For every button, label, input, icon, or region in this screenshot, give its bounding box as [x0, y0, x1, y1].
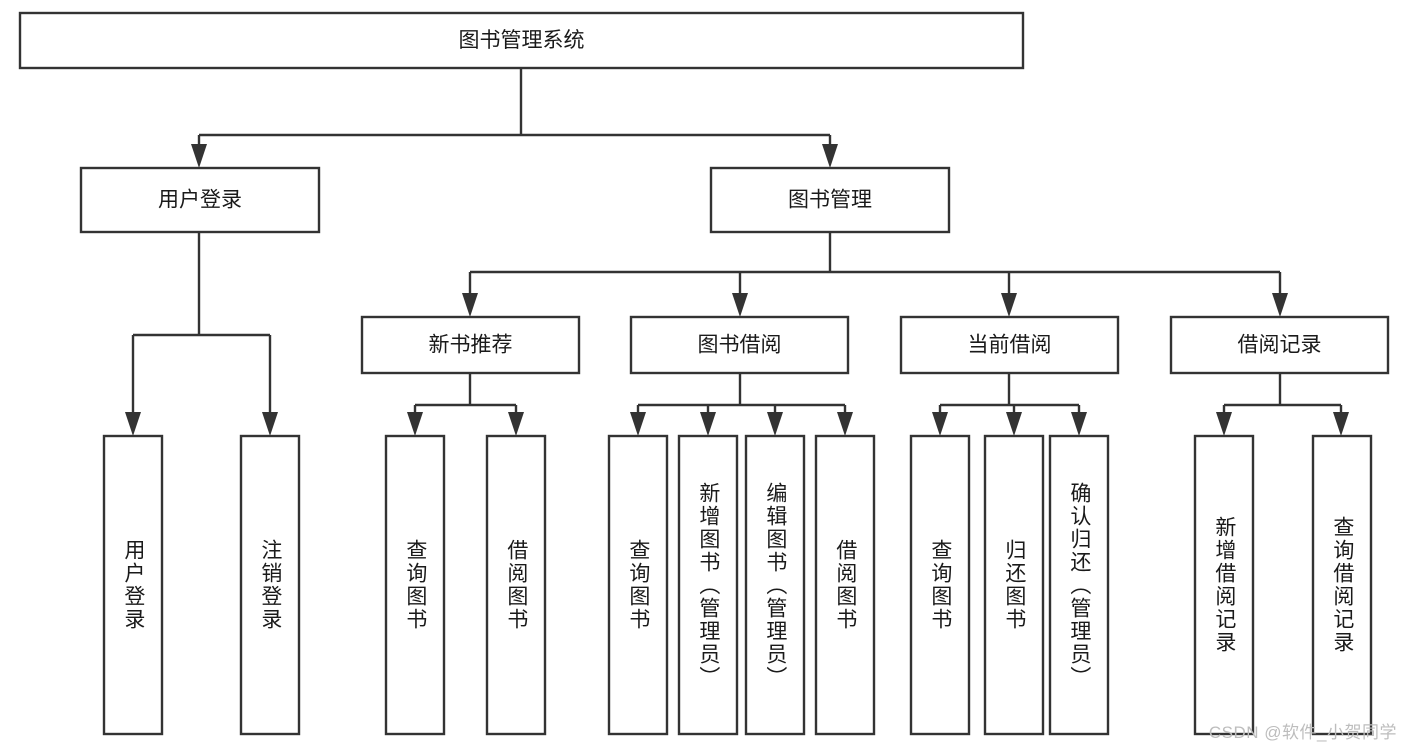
node-level3-1-label: 图书借阅: [698, 334, 782, 357]
group-0-leaf-branch-1-arrowhead: [508, 412, 524, 436]
node-leaf-2[interactable]: [384, 434, 446, 736]
watermark-text: CSDN @软件_小贺同学: [1208, 723, 1397, 742]
node-level3-3[interactable]: [1169, 315, 1390, 375]
root-branch-1-arrowhead: [822, 144, 838, 168]
node-leaf-4[interactable]: [607, 434, 669, 736]
node-leaf-3[interactable]: [485, 434, 547, 736]
node-level2-1[interactable]: [709, 166, 951, 234]
group-3-leaf-branch-0-arrowhead: [1216, 412, 1232, 436]
node-level3-3-label: 借阅记录: [1238, 334, 1322, 357]
node-leaf-7[interactable]: [814, 434, 876, 736]
root-branch-0-arrowhead: [191, 144, 207, 168]
group-2-leaf-branch-2-arrowhead: [1071, 412, 1087, 436]
login-leaf-branch-0-arrowhead: [125, 412, 141, 436]
node-leaf-11[interactable]: [1193, 434, 1255, 736]
node-level3-2-label: 当前借阅: [968, 334, 1052, 357]
group-1-leaf-branch-3-arrowhead: [837, 412, 853, 436]
node-level3-1[interactable]: [629, 315, 850, 375]
node-level3-0-label: 新书推荐: [429, 334, 513, 357]
node-leaf-6[interactable]: [744, 434, 806, 736]
group-1-leaf-branch-1-arrowhead: [700, 412, 716, 436]
group-1-leaf-branch-0-arrowhead: [630, 412, 646, 436]
node-level2-1-label: 图书管理: [788, 189, 872, 212]
connector-layer: [125, 68, 1349, 436]
group-2-leaf-branch-1-arrowhead: [1006, 412, 1022, 436]
books-branch-2-arrowhead: [1001, 293, 1017, 317]
node-leaf-1[interactable]: [239, 434, 301, 736]
books-branch-1-arrowhead: [732, 293, 748, 317]
node-level3-2[interactable]: [899, 315, 1120, 375]
node-level2-0-label: 用户登录: [158, 189, 242, 212]
node-leaf-0[interactable]: [102, 434, 164, 736]
node-level3-0[interactable]: [360, 315, 581, 375]
books-branch-0-arrowhead: [462, 293, 478, 317]
node-level2-0[interactable]: [79, 166, 321, 234]
node-root-system[interactable]: [18, 11, 1025, 70]
node-leaf-8[interactable]: [909, 434, 971, 736]
group-3-leaf-branch-1-arrowhead: [1333, 412, 1349, 436]
node-leaf-12[interactable]: [1311, 434, 1373, 736]
node-leaf-9[interactable]: [983, 434, 1045, 736]
group-0-leaf-branch-0-arrowhead: [407, 412, 423, 436]
node-leaf-5[interactable]: [677, 434, 739, 736]
books-branch-3-arrowhead: [1272, 293, 1288, 317]
login-leaf-branch-1-arrowhead: [262, 412, 278, 436]
group-1-leaf-branch-2-arrowhead: [767, 412, 783, 436]
node-leaf-10[interactable]: [1048, 434, 1110, 736]
group-2-leaf-branch-0-arrowhead: [932, 412, 948, 436]
node-root-system-label: 图书管理系统: [459, 29, 585, 52]
node-box-layer: [18, 11, 1390, 736]
